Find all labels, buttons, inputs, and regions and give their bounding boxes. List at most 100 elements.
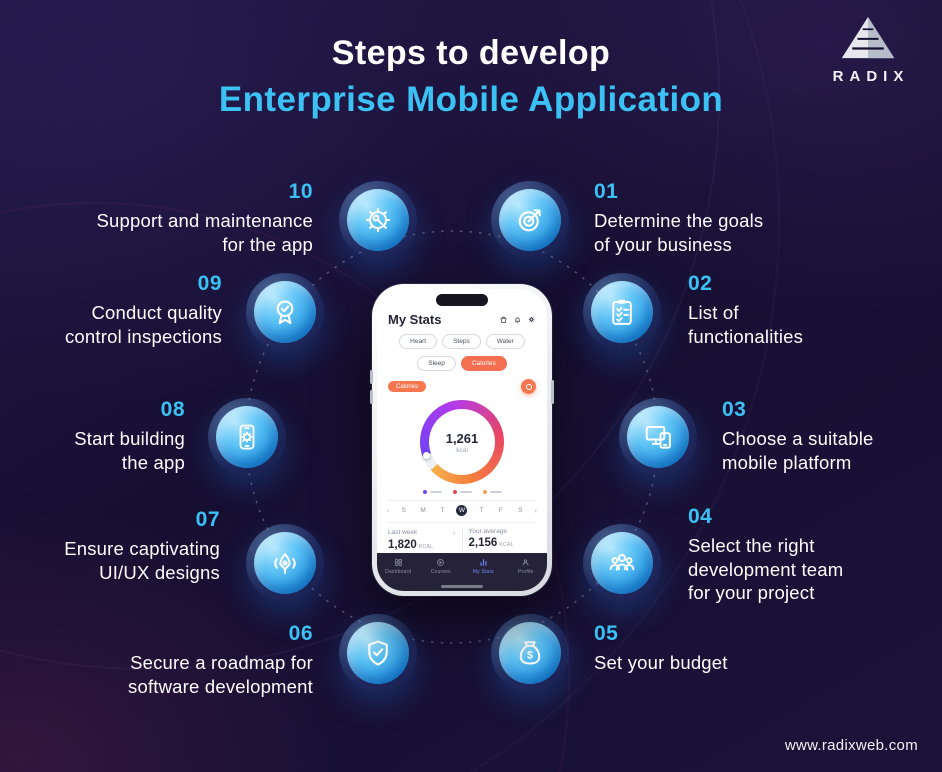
step-10-line: for the app xyxy=(222,233,313,255)
pen-tool-icon xyxy=(254,532,316,594)
average-label: Your average xyxy=(468,528,507,535)
settings-icon xyxy=(528,316,535,323)
calories-value: 1,261 xyxy=(445,430,479,446)
money-bag-icon: $ xyxy=(499,622,561,684)
step-10-line: Support and maintenance xyxy=(96,210,313,231)
week-day-selector: ‹ S M T W T F S › xyxy=(377,505,547,516)
last-week-number: 1,820 xyxy=(388,539,417,551)
ring-legend xyxy=(377,490,547,494)
step-06-number: 06 xyxy=(288,622,313,645)
chevron-right-icon[interactable]: › xyxy=(452,528,456,537)
step-09-line: control inspections xyxy=(64,325,222,347)
step-01-line: Determine the goals xyxy=(594,210,764,231)
step-01-orb xyxy=(491,181,569,259)
profile-icon xyxy=(522,559,529,566)
day-wed-selected[interactable]: W xyxy=(456,505,468,516)
nav-my-stats-label: My Stats xyxy=(472,569,494,575)
pill-heart[interactable]: Heart xyxy=(399,334,438,349)
legend-item xyxy=(422,490,442,494)
filter-pill-row-2: Sleep Calories xyxy=(377,356,547,371)
volume-button xyxy=(370,390,373,404)
step-04-number: 04 xyxy=(688,505,713,528)
day-sat[interactable]: S xyxy=(518,507,523,514)
day-thu[interactable]: T xyxy=(479,507,484,514)
day-fri[interactable]: F xyxy=(498,507,503,514)
step-09: 09 Conduct quality control inspections xyxy=(65,272,222,348)
target-icon xyxy=(499,189,561,251)
step-02-orb xyxy=(583,273,661,351)
step-09-line: Conduct quality xyxy=(91,302,222,323)
step-01-line: of your business xyxy=(594,233,732,255)
step-01-number: 01 xyxy=(594,180,619,203)
pill-water[interactable]: Water xyxy=(485,334,525,349)
bag-icon xyxy=(500,316,507,323)
nav-courses[interactable]: Courses xyxy=(420,558,463,575)
step-05: 05 Set your budget xyxy=(594,622,728,675)
next-week-arrow[interactable]: › xyxy=(534,506,537,515)
prev-week-arrow[interactable]: ‹ xyxy=(387,506,390,515)
step-06: 06 Secure a roadmap for software develop… xyxy=(128,622,313,698)
step-04-line: Select the right xyxy=(688,535,815,556)
average-unit: KCAL xyxy=(499,542,514,548)
pill-steps[interactable]: Steps xyxy=(442,334,481,349)
calories-action-button[interactable] xyxy=(521,379,536,394)
courses-icon xyxy=(437,559,445,566)
step-05-number: 05 xyxy=(594,622,619,645)
calories-chip: Calories xyxy=(388,381,427,392)
devices-icon xyxy=(627,406,689,468)
phone-notch xyxy=(436,294,488,306)
day-sun[interactable]: S xyxy=(401,507,406,514)
step-07-number: 07 xyxy=(195,508,220,531)
step-03: 03 Choose a suitable mobile platform xyxy=(722,398,874,474)
team-icon xyxy=(591,532,653,594)
pill-sleep[interactable]: Sleep xyxy=(417,356,456,371)
step-04-line: for your project xyxy=(688,582,815,603)
step-07-line: UI/UX designs xyxy=(99,561,220,583)
title-line-1: Steps to develop xyxy=(331,34,611,72)
step-03-number: 03 xyxy=(722,398,747,421)
step-02-line: functionalities xyxy=(688,325,804,347)
calories-unit: kcal xyxy=(456,446,468,454)
website-url: www.radixweb.com xyxy=(784,737,918,754)
last-week-label: Last week xyxy=(388,529,418,536)
legend-item xyxy=(482,490,502,494)
power-button xyxy=(551,380,554,404)
bottom-navigation: Dashboard Courses My Stats xyxy=(377,553,547,591)
bar-chart-icon xyxy=(480,559,487,566)
home-indicator xyxy=(441,585,483,588)
step-07-orb xyxy=(246,524,324,602)
phone-mockup: My Stats Heart Steps Wate xyxy=(370,284,554,596)
svg-text:$: $ xyxy=(527,650,533,662)
ring-center: 1,261 kcal xyxy=(420,400,504,484)
calories-ring-chart: 1,261 kcal xyxy=(420,400,504,484)
nav-profile[interactable]: Profile xyxy=(505,558,548,575)
last-week-unit: KCAL xyxy=(418,544,434,550)
calories-header-row: Calories xyxy=(377,379,547,394)
step-03-line: mobile platform xyxy=(722,451,852,473)
step-10-number: 10 xyxy=(288,180,313,203)
legend-dot xyxy=(422,490,427,494)
brand-name: RADIX xyxy=(832,68,910,85)
day-mon[interactable]: M xyxy=(420,507,426,514)
day-tue[interactable]: T xyxy=(440,507,445,514)
legend-item xyxy=(452,490,472,494)
pill-calories-active[interactable]: Calories xyxy=(460,356,507,371)
legend-dot xyxy=(452,490,457,494)
legend-label xyxy=(429,491,442,493)
divider xyxy=(388,500,536,501)
step-06-orb xyxy=(339,614,417,692)
title-line-2: Enterprise Mobile Application xyxy=(218,80,724,119)
brand-logo: RADIX xyxy=(812,16,924,85)
step-08: 08 Start building the app xyxy=(74,398,185,474)
dashboard-icon xyxy=(394,559,402,566)
nav-my-stats-active[interactable]: My Stats xyxy=(462,558,505,575)
step-02-line: List of xyxy=(688,302,739,323)
filter-pill-row-1: Heart Steps Water xyxy=(377,334,547,349)
step-08-line: Start building xyxy=(74,428,185,449)
nav-dashboard[interactable]: Dashboard xyxy=(377,558,420,575)
